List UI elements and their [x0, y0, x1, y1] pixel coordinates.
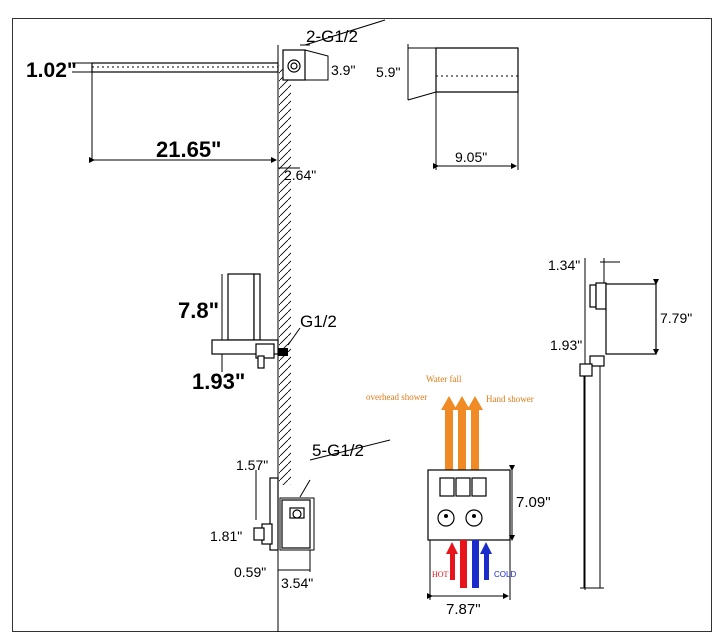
label-flow-hot: HOT [432, 570, 449, 579]
label-valve-height: 7.09" [516, 494, 551, 511]
hand-shower [579, 258, 659, 590]
outlet-port-3 [471, 477, 487, 497]
drawing-frame [12, 18, 712, 632]
label-hand-height: 7.79" [660, 310, 692, 326]
label-valve-conn: 5-G1/2 [312, 441, 364, 460]
conn-leader-head [304, 19, 386, 46]
label-valve-depth: 3.54" [281, 575, 313, 591]
label-head-length: 21.65" [156, 137, 221, 162]
label-valve-knob: 1.81" [210, 528, 242, 544]
label-wall-offset-top: 2.64" [284, 167, 316, 183]
outlet-arrows [441, 396, 483, 470]
valve-front [427, 396, 515, 600]
label-flow-overhead: overhead shower [366, 392, 427, 402]
label-spout-conn: G1/2 [300, 312, 337, 331]
label-hand-outlet: 1.93" [550, 337, 582, 353]
outlet-port-2 [455, 477, 471, 497]
label-head-arm-depth: 3.9" [331, 62, 355, 78]
label-hand-top: 1.34" [548, 257, 580, 273]
thermostatic-valve-side [253, 439, 391, 572]
label-valve-width: 7.87" [446, 601, 481, 618]
label-spout-height: 7.8" [178, 298, 219, 323]
label-head-side-width: 9.05" [455, 149, 487, 165]
label-valve-plate: 0.59" [234, 564, 266, 580]
label-flow-waterfall: Water fall [426, 374, 462, 384]
label-flow-hand: Hand shower [486, 394, 534, 404]
rain-shower-head-side [72, 19, 386, 160]
wall-hatch [279, 65, 291, 485]
hot-inlet [460, 540, 467, 588]
label-valve-top: 1.57" [236, 457, 268, 473]
rain-shower-head-end [407, 44, 519, 170]
label-flow-cold: COLD [494, 570, 516, 579]
outlet-port-1 [439, 477, 455, 497]
waterfall-spout [211, 273, 301, 372]
cold-inlet [472, 540, 479, 588]
label-spout-depth: 1.93" [192, 369, 245, 394]
label-head-conn: 2-G1/2 [306, 27, 358, 46]
label-head-thickness: 1.02" [26, 59, 77, 82]
label-head-width: 5.9" [376, 64, 400, 80]
